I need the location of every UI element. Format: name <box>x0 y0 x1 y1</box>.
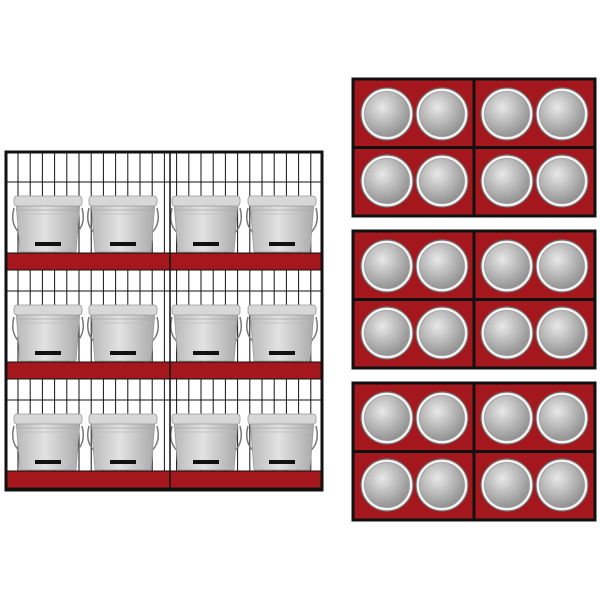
lid-top <box>539 91 585 137</box>
rack-front-view <box>4 150 324 492</box>
shelf-beam <box>6 470 322 489</box>
bucket-lid-icon <box>535 239 589 293</box>
bucket-lid-icon <box>480 239 534 293</box>
bucket-lid-icon <box>535 391 589 445</box>
lid-top <box>419 158 465 204</box>
bucket-lid-icon <box>415 458 469 512</box>
lid-top <box>484 243 530 289</box>
bucket-lid-icon <box>480 306 534 360</box>
bucket-icon <box>87 304 159 362</box>
bucket-lid-icon <box>535 87 589 141</box>
bucket-lid-icon <box>415 239 469 293</box>
bucket-icon <box>170 304 242 362</box>
bucket-lid-icon <box>415 154 469 208</box>
bucket-label-strip <box>193 242 219 246</box>
bucket-lid-icon <box>480 458 534 512</box>
bucket-lid-icon <box>360 306 414 360</box>
bucket-lid-edge <box>88 195 158 207</box>
bucket-lid-icon <box>480 154 534 208</box>
bucket-lid-edge <box>247 413 317 425</box>
bucket-lid-icon <box>535 458 589 512</box>
lid-top <box>419 310 465 356</box>
bucket-lid-edge <box>13 304 83 316</box>
bucket-row <box>12 304 318 362</box>
bucket-lid-icon <box>360 391 414 445</box>
bucket-label-strip <box>35 460 61 464</box>
bucket-row <box>12 413 318 471</box>
lid-top <box>484 91 530 137</box>
lid-top <box>364 91 410 137</box>
bucket-icon <box>170 195 242 253</box>
lid-top <box>364 158 410 204</box>
lid-top <box>484 310 530 356</box>
bucket-lid-icon <box>535 306 589 360</box>
bucket-label-strip <box>193 460 219 464</box>
bucket-lid-icon <box>360 458 414 512</box>
bucket-lid-icon <box>415 391 469 445</box>
bucket-row <box>12 195 318 253</box>
lid-top <box>419 243 465 289</box>
bucket-lid-icon <box>480 391 534 445</box>
lid-top <box>484 395 530 441</box>
bucket-lid-edge <box>247 195 317 207</box>
bucket-lid-icon <box>360 154 414 208</box>
bucket-icon <box>12 413 84 471</box>
bucket-icon <box>87 195 159 253</box>
bucket-lid-icon <box>415 306 469 360</box>
bucket-lid-edge <box>88 413 158 425</box>
bucket-label-strip <box>269 242 295 246</box>
lid-top <box>364 462 410 508</box>
bucket-lid-icon <box>360 239 414 293</box>
bucket-label-strip <box>110 351 136 355</box>
bucket-icon <box>246 304 318 362</box>
bucket-icon <box>87 413 159 471</box>
lid-top <box>364 395 410 441</box>
lid-top <box>484 158 530 204</box>
bucket-label-strip <box>110 460 136 464</box>
bucket-icon <box>12 304 84 362</box>
bucket-lid-edge <box>247 304 317 316</box>
lid-top <box>419 395 465 441</box>
shelf-beam <box>6 361 322 380</box>
rack-frame <box>4 150 324 492</box>
bucket-lid-edge <box>171 304 241 316</box>
lid-top <box>419 91 465 137</box>
bucket-label-strip <box>35 351 61 355</box>
pallet-stack-top <box>351 77 597 218</box>
lid-top <box>539 243 585 289</box>
bucket-label-strip <box>193 351 219 355</box>
bucket-icon <box>246 413 318 471</box>
bucket-icon <box>170 413 242 471</box>
bucket-label-strip <box>35 242 61 246</box>
bucket-icon <box>12 195 84 253</box>
bucket-label-strip <box>269 351 295 355</box>
lid-top <box>364 243 410 289</box>
bucket-lid-edge <box>88 304 158 316</box>
bucket-label-strip <box>110 242 136 246</box>
lid-top <box>539 158 585 204</box>
shelf-beam <box>6 252 322 271</box>
bucket-lid-edge <box>171 195 241 207</box>
lid-top <box>419 462 465 508</box>
bucket-lid-edge <box>171 413 241 425</box>
rack-top-view <box>351 77 597 522</box>
lid-top <box>539 462 585 508</box>
lid-top <box>539 395 585 441</box>
bucket-lid-icon <box>535 154 589 208</box>
pallet-stack-top <box>351 229 597 370</box>
bucket-lid-icon <box>415 87 469 141</box>
bucket-icon <box>246 195 318 253</box>
lid-top <box>364 310 410 356</box>
bucket-lid-icon <box>480 87 534 141</box>
bucket-lid-edge <box>13 195 83 207</box>
pallet-stack-top <box>351 381 597 522</box>
bucket-label-strip <box>269 460 295 464</box>
lid-top <box>484 462 530 508</box>
bucket-lid-icon <box>360 87 414 141</box>
lid-top <box>539 310 585 356</box>
bucket-lid-edge <box>13 413 83 425</box>
